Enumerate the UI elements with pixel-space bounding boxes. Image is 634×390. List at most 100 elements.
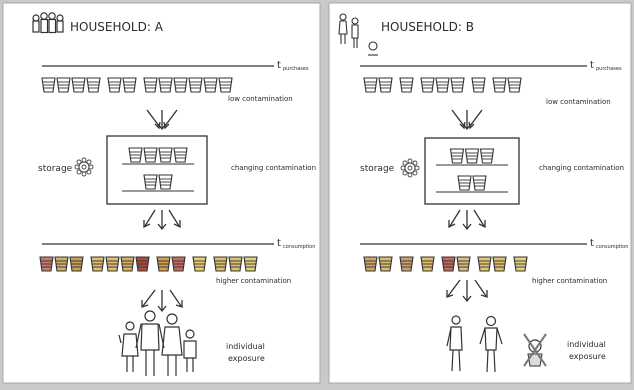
- family-figures: [118, 310, 197, 376]
- container-icon: [107, 77, 122, 93]
- container-icon: [173, 77, 188, 93]
- changing-contamination-label: changing contamination: [539, 164, 624, 172]
- low-contamination-label: low contamination: [228, 95, 293, 103]
- container-icon: [143, 174, 158, 190]
- container-icon: [143, 147, 158, 163]
- container-icon: [173, 147, 188, 163]
- container-icon: [378, 256, 393, 272]
- container-icon: [513, 256, 528, 272]
- svg-text:t: t: [277, 60, 281, 71]
- exposure-label-line2: exposure: [569, 352, 606, 361]
- adult-figures: [446, 315, 503, 373]
- container-icon: [471, 77, 486, 93]
- container-icon: [156, 256, 171, 272]
- panel-b-background: [328, 2, 632, 384]
- arrows-down-1: [451, 109, 483, 131]
- container-icon: [120, 256, 135, 272]
- container-icon: [158, 174, 173, 190]
- purchased-containers: [41, 77, 233, 93]
- storage-label: storage: [360, 164, 395, 174]
- container-icon: [41, 77, 56, 93]
- container-icon: [69, 256, 84, 272]
- svg-text:t: t: [277, 238, 281, 249]
- arrows-down-3: [446, 279, 488, 303]
- container-icon: [441, 256, 456, 272]
- container-icon: [507, 77, 522, 93]
- storage-label: storage: [38, 164, 73, 174]
- svg-text:consumption: consumption: [596, 244, 628, 250]
- container-icon: [479, 148, 495, 164]
- container-icon: [192, 256, 207, 272]
- t-consumption-label: t consumption: [277, 238, 315, 250]
- container-icon: [472, 175, 487, 191]
- panel-household-b: HOUSEHOLD: B t purchases low contaminati…: [328, 2, 632, 384]
- exposure-label-line1: individual: [567, 340, 606, 349]
- consumed-containers: [39, 256, 258, 272]
- container-icon: [363, 77, 378, 93]
- exposure-label-line1: individual: [226, 342, 265, 351]
- arrows-down-3: [141, 289, 183, 313]
- container-icon: [122, 77, 137, 93]
- exposure-label-line2: exposure: [228, 354, 265, 363]
- container-icon: [456, 256, 471, 272]
- container-icon: [450, 77, 465, 93]
- svg-text:purchases: purchases: [283, 66, 309, 72]
- panel-a-background: [2, 2, 321, 384]
- gear-icon: [74, 157, 94, 177]
- storage-box: [106, 135, 208, 205]
- container-icon: [135, 256, 150, 272]
- container-icon: [105, 256, 120, 272]
- panel-household-a: HOUSEHOLD: A t purchases low contaminati…: [2, 2, 321, 384]
- panel-title: HOUSEHOLD: A: [70, 20, 164, 34]
- container-icon: [477, 256, 492, 272]
- changing-contamination-label: changing contamination: [231, 164, 316, 172]
- container-icon: [449, 148, 465, 164]
- container-icon: [171, 256, 186, 272]
- svg-text:t: t: [590, 238, 594, 249]
- container-icon: [464, 148, 480, 164]
- container-icon: [71, 77, 86, 93]
- container-icon: [54, 256, 69, 272]
- arrows-down-1: [146, 109, 178, 131]
- svg-text:consumption: consumption: [283, 244, 315, 250]
- t-purchases-label: t purchases: [277, 60, 309, 72]
- container-icon: [128, 147, 143, 163]
- family-header-icon: [32, 12, 64, 34]
- container-icon: [56, 77, 71, 93]
- container-icon: [399, 256, 414, 272]
- t-purchases-label: t purchases: [590, 60, 622, 72]
- container-icon: [86, 77, 101, 93]
- container-icon: [228, 256, 243, 272]
- container-icon: [243, 256, 258, 272]
- container-icon: [420, 256, 435, 272]
- container-icon: [218, 77, 233, 93]
- svg-text:purchases: purchases: [596, 66, 622, 72]
- arrows-down-2: [448, 209, 486, 231]
- container-icon: [158, 77, 173, 93]
- people-header-icon: [338, 13, 378, 56]
- panel-title: HOUSEHOLD: B: [381, 20, 474, 34]
- container-icon: [399, 77, 414, 93]
- svg-text:t: t: [590, 60, 594, 71]
- t-consumption-label: t consumption: [590, 238, 628, 250]
- no-child-icon: [523, 333, 547, 367]
- container-icon: [143, 77, 158, 93]
- higher-contamination-label: higher contamination: [216, 277, 291, 285]
- container-icon: [203, 77, 218, 93]
- storage-box: [424, 137, 520, 205]
- container-icon: [39, 256, 54, 272]
- container-icon: [158, 147, 173, 163]
- storage-containers: [128, 147, 188, 190]
- container-icon: [492, 256, 507, 272]
- container-icon: [90, 256, 105, 272]
- container-icon: [378, 77, 393, 93]
- storage-containers: [449, 148, 495, 191]
- consumed-containers: [363, 256, 528, 272]
- higher-contamination-label: higher contamination: [532, 277, 607, 285]
- container-icon: [457, 175, 472, 191]
- container-icon: [492, 77, 507, 93]
- arrows-down-2: [143, 209, 181, 231]
- container-icon: [213, 256, 228, 272]
- container-icon: [188, 77, 203, 93]
